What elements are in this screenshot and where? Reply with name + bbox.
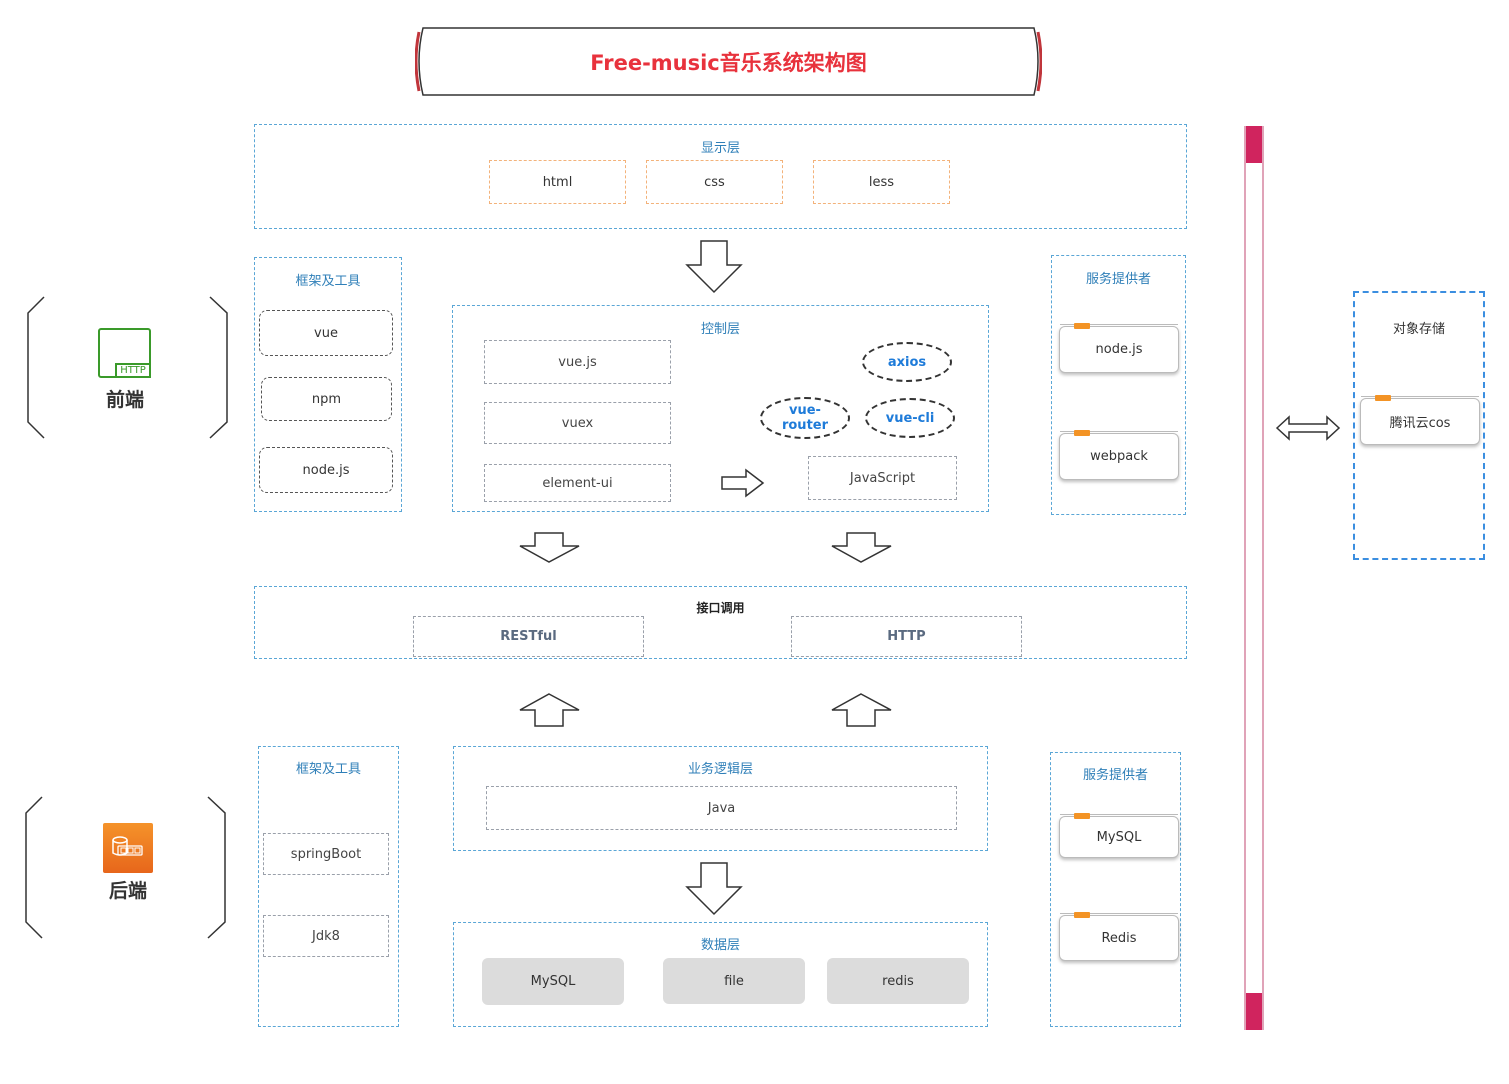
arrow-up-left <box>519 693 580 727</box>
be-service-mysql-label: MySQL <box>1096 829 1142 845</box>
fe-service-nodejs: node.js <box>1059 323 1179 373</box>
control-item-vuex: vuex <box>484 402 671 444</box>
frontend-tools-panel: 框架及工具 vue npm node.js <box>254 257 402 512</box>
arrow-down-left <box>519 532 580 563</box>
interface-layer-title: 接口调用 <box>696 601 745 615</box>
frontend-services-title: 服务提供者 <box>1085 272 1151 287</box>
arrow-down-right <box>831 532 892 563</box>
display-item-html: html <box>489 160 626 204</box>
control-layer: 控制层 vue.js vuex element-ui axios vue- ro… <box>452 305 989 512</box>
be-service-mysql: MySQL <box>1059 813 1179 858</box>
be-tool-springboot: springBoot <box>263 833 389 875</box>
object-storage-panel: 对象存储 腾讯云cos <box>1353 291 1485 560</box>
database-server-icon <box>103 823 153 873</box>
orange-tag-icon <box>1074 912 1090 918</box>
control-item-vuejs: vue.js <box>484 340 671 384</box>
orange-tag-icon <box>1074 430 1090 436</box>
control-javascript-box: JavaScript <box>808 456 957 500</box>
diagram-title-banner: Free-music音乐系统架构图 <box>415 26 1042 97</box>
display-item-css: css <box>646 160 783 204</box>
backend-tools-title: 框架及工具 <box>295 762 361 777</box>
be-service-redis-label: Redis <box>1101 930 1137 946</box>
fe-tool-vue: vue <box>259 310 393 356</box>
control-item-element-ui: element-ui <box>484 464 671 502</box>
backend-label: 后端 <box>108 879 147 902</box>
frontend-services-panel: 服务提供者 node.js webpack <box>1051 255 1186 515</box>
fe-service-webpack-label: webpack <box>1090 449 1148 464</box>
frontend-label: 前端 <box>105 388 144 411</box>
interface-restful: RESTful <box>413 616 644 657</box>
arrow-up-right <box>831 693 892 727</box>
data-layer-title: 数据层 <box>700 938 740 953</box>
banner-shape <box>415 27 1042 96</box>
object-storage-title: 对象存储 <box>1392 322 1445 337</box>
data-item-redis: redis <box>827 958 969 1004</box>
fe-tool-nodejs: node.js <box>259 447 393 493</box>
ellipse-vue-cli: vue-cli <box>865 398 955 438</box>
display-layer-title: 显示层 <box>700 141 740 156</box>
data-layer: 数据层 MySQL file redis <box>453 922 988 1027</box>
arrow-down-display-to-control <box>685 240 743 294</box>
fe-tool-npm: npm <box>261 377 392 421</box>
logic-item-java: Java <box>486 786 957 830</box>
arrow-right-to-javascript <box>721 468 765 498</box>
frontend-bracket <box>27 296 228 439</box>
control-layer-title: 控制层 <box>700 322 740 337</box>
be-service-redis: Redis <box>1059 912 1179 961</box>
ellipse-axios: axios <box>862 342 952 382</box>
orange-tag-icon <box>1074 323 1090 329</box>
data-item-file: file <box>663 958 805 1004</box>
vertical-divider-bar <box>1244 126 1264 1030</box>
orange-tag-icon <box>1375 395 1391 401</box>
http-icon-label: HTTP <box>115 363 151 378</box>
object-storage-cos-label: 腾讯云cos <box>1389 416 1451 431</box>
diagram-title: Free-music音乐系统架构图 <box>590 50 867 75</box>
logic-layer: 业务逻辑层 Java <box>453 746 988 851</box>
fe-service-webpack: webpack <box>1059 430 1179 480</box>
http-icon: HTTP <box>98 328 151 378</box>
backend-bracket <box>25 796 226 939</box>
frontend-tools-title: 框架及工具 <box>295 274 361 289</box>
interface-http: HTTP <box>791 616 1022 657</box>
fe-service-nodejs-label: node.js <box>1095 342 1143 357</box>
backend-services-panel: 服务提供者 MySQL Redis <box>1050 752 1181 1027</box>
display-layer: 显示层 html css less <box>254 124 1187 229</box>
orange-tag-icon <box>1074 813 1090 819</box>
ellipse-vue-router: vue- router <box>760 397 850 439</box>
interface-layer: 接口调用 RESTful HTTP <box>254 586 1187 659</box>
backend-services-title: 服务提供者 <box>1082 768 1148 783</box>
backend-tools-panel: 框架及工具 springBoot Jdk8 <box>258 746 399 1027</box>
logic-layer-title: 业务逻辑层 <box>687 762 753 777</box>
arrow-down-logic-to-data <box>685 862 743 916</box>
object-storage-cos: 腾讯云cos <box>1360 395 1480 445</box>
double-arrow <box>1275 415 1341 441</box>
be-tool-jdk8: Jdk8 <box>263 915 389 957</box>
display-item-less: less <box>813 160 950 204</box>
data-item-mysql: MySQL <box>482 958 624 1005</box>
